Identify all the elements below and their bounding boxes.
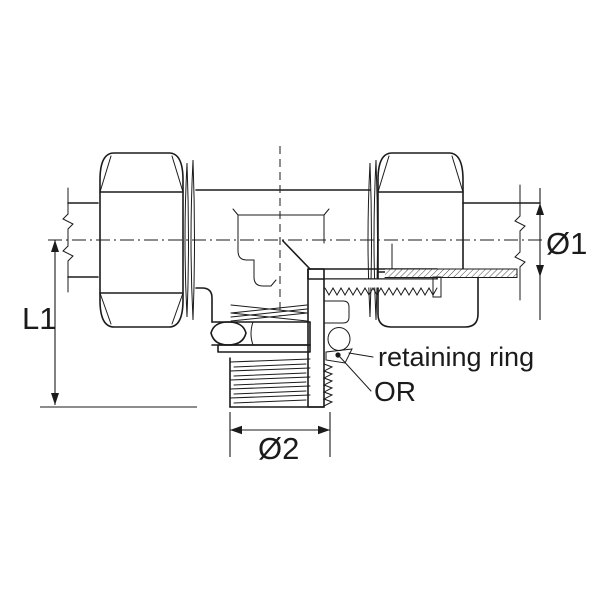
dim-label-l1: L1 [22, 301, 56, 336]
threaded-stud [210, 304, 325, 408]
left-nut-outline [99, 152, 184, 328]
stud-thread-profile [322, 363, 334, 407]
stud-shoulder-section [323, 300, 350, 324]
fine-thread-lines [230, 304, 308, 322]
left-compression-nut [99, 152, 195, 328]
stud-washer [217, 344, 311, 353]
bore-lines [232, 208, 393, 287]
break-symbol [514, 251, 526, 268]
callout-or: OR [374, 376, 416, 407]
bore-slot [432, 276, 442, 298]
tube-wall-section [384, 268, 518, 278]
o-ring-section [327, 327, 351, 351]
dimension-l1: L1 [22, 240, 197, 408]
body-underside [195, 287, 213, 323]
dimension-d2: Ø2 [229, 412, 331, 466]
left-clamp-ring [190, 159, 195, 321]
right-clamp-ring [373, 159, 378, 321]
right-clamp-ring [367, 162, 372, 318]
right-nut-chamfer [377, 155, 390, 193]
left-tube [62, 187, 99, 293]
leader-dot [335, 352, 341, 358]
swivel-nut-section [377, 271, 479, 328]
break-symbol [514, 215, 526, 232]
dim-label-d1: Ø1 [546, 226, 587, 261]
or-leader [339, 356, 372, 392]
bore-clearance [325, 279, 437, 288]
thread-interface-zigzag [324, 286, 438, 297]
body-external [195, 189, 541, 323]
stud-hex-flange [210, 321, 311, 346]
break-symbol [62, 213, 74, 230]
centerlines [48, 146, 545, 316]
retaining-ring-leader [348, 352, 374, 358]
callouts: retaining ring OR [335, 342, 534, 407]
left-clamp-ring [184, 162, 189, 318]
right-compression-nut [367, 152, 464, 321]
right-nut-chamfer [451, 155, 464, 193]
section-break-line [282, 240, 311, 270]
dim-label-d2: Ø2 [258, 431, 299, 466]
right-nut-outline [377, 152, 464, 272]
dimension-d1: Ø1 [514, 184, 587, 320]
stud-thread-lines [229, 357, 325, 408]
break-symbol [62, 245, 74, 262]
callout-retaining-ring: retaining ring [378, 342, 534, 372]
